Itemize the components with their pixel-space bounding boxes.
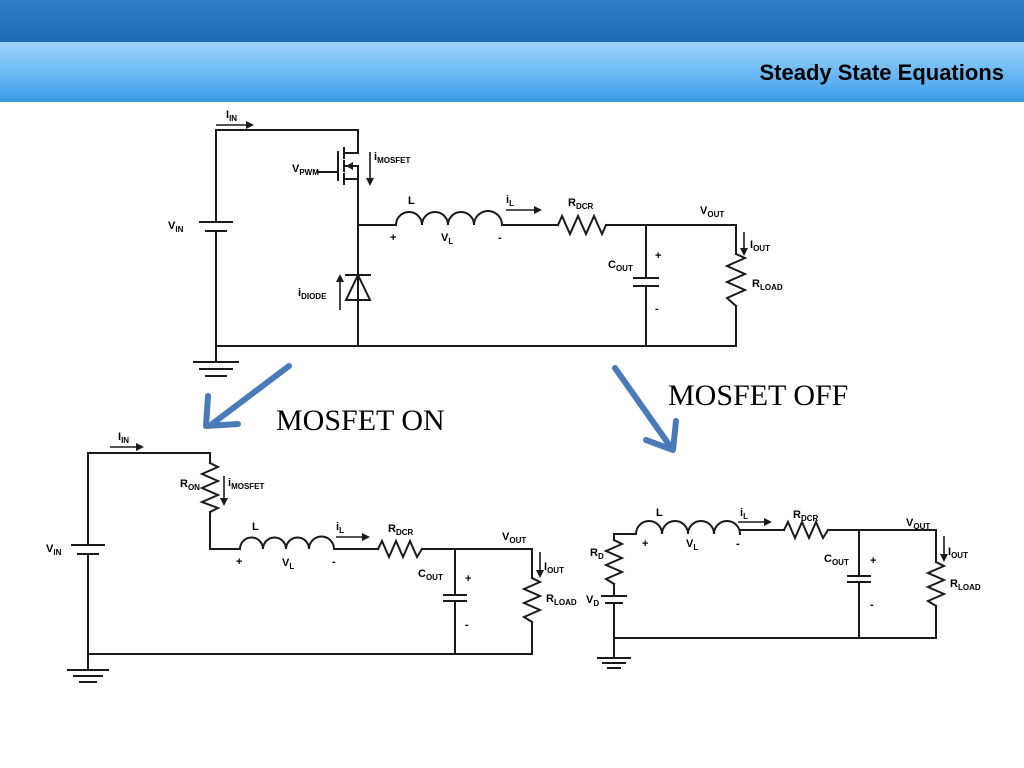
- inductor-label: L: [656, 507, 663, 519]
- diode-icon: [344, 269, 372, 301]
- resistor-icon: [603, 538, 625, 586]
- rd-label: RD: [590, 547, 604, 561]
- header-band: [0, 0, 1024, 42]
- inductor-icon: [238, 535, 336, 551]
- cout-label: COUT: [608, 259, 633, 273]
- imosfet-label: iMOSFET: [374, 151, 411, 165]
- vin-label: VIN: [168, 220, 184, 234]
- vl-label: VL: [441, 232, 453, 246]
- buck-converter-circuit: VIN IIN VPWM iMOSFET iDIODE L: [168, 109, 783, 377]
- arrow-to-on-icon: [203, 363, 292, 429]
- capacitor-icon: [633, 277, 659, 287]
- imosfet-label: iMOSFET: [228, 477, 265, 491]
- mosfet-icon: [317, 141, 359, 191]
- ground-icon: [597, 657, 631, 669]
- plus-label: +: [642, 538, 648, 550]
- header-subband: [0, 42, 1024, 102]
- iout-label: IOUT: [750, 239, 770, 253]
- vout-label: VOUT: [502, 531, 526, 545]
- inductor-label: L: [408, 195, 415, 207]
- plus-label: +: [655, 250, 661, 262]
- idiode-label: iDIODE: [298, 287, 327, 301]
- battery-icon: [601, 595, 627, 604]
- minus-label: -: [870, 599, 874, 611]
- inductor-icon: [634, 520, 742, 536]
- vout-label: VOUT: [700, 205, 724, 219]
- cout-label: COUT: [824, 553, 849, 567]
- vin-label: VIN: [46, 543, 62, 557]
- il-label: iL: [740, 507, 748, 521]
- plus-label: +: [870, 555, 876, 567]
- inductor-label: L: [252, 521, 259, 533]
- battery-icon: [71, 544, 105, 555]
- minus-label: -: [655, 303, 659, 315]
- minus-label: -: [498, 232, 502, 244]
- rdcr-label: RDCR: [568, 197, 594, 211]
- rload-label: RLOAD: [752, 278, 783, 292]
- resistor-icon: [925, 560, 947, 608]
- vout-label: VOUT: [906, 517, 930, 531]
- resistor-icon: [521, 576, 543, 624]
- il-label: iL: [336, 521, 344, 535]
- caption-mosfet-off: MOSFET OFF: [668, 379, 848, 412]
- page-title: Steady State Equations: [759, 60, 1004, 85]
- plus-label: +: [465, 573, 471, 585]
- resistor-icon: [724, 252, 748, 308]
- ground-icon: [193, 361, 239, 377]
- arrow-to-off-icon: [612, 365, 679, 453]
- resistor-icon: [782, 519, 830, 541]
- il-label: iL: [506, 194, 514, 208]
- resistor-icon: [199, 461, 221, 514]
- minus-label: -: [332, 556, 336, 568]
- plus-label: +: [236, 556, 242, 568]
- plus-label: +: [390, 232, 396, 244]
- iin-label: IIN: [118, 431, 129, 445]
- inductor-icon: [394, 210, 504, 227]
- mosfet-off-circuit: RD VD L + VL - iL RDCR COUT + - VOUT IOU…: [586, 507, 981, 669]
- caption-mosfet-on: MOSFET ON: [276, 404, 445, 437]
- minus-label: -: [465, 619, 469, 631]
- rload-label: RLOAD: [950, 578, 981, 592]
- rdcr-label: RDCR: [388, 523, 414, 537]
- vd-label: VD: [586, 594, 599, 608]
- capacitor-icon: [443, 594, 467, 602]
- rload-label: RLOAD: [546, 593, 577, 607]
- vpwm-label: VPWM: [292, 163, 319, 177]
- iout-label: IOUT: [544, 561, 564, 575]
- minus-label: -: [736, 538, 740, 550]
- rdcr-label: RDCR: [793, 509, 819, 523]
- iout-label: IOUT: [948, 546, 968, 560]
- battery-icon: [199, 221, 233, 232]
- resistor-icon: [556, 213, 608, 237]
- mosfet-on-circuit: VIN IIN RON iMOSFET L + VL - iL RDCR COU…: [46, 431, 577, 683]
- ground-icon: [67, 669, 109, 683]
- capacitor-icon: [847, 575, 871, 583]
- vl-label: VL: [686, 538, 698, 552]
- vl-label: VL: [282, 557, 294, 571]
- cout-label: COUT: [418, 568, 443, 582]
- iin-label: IIN: [226, 109, 237, 123]
- ron-label: RON: [180, 478, 200, 492]
- resistor-icon: [376, 538, 424, 560]
